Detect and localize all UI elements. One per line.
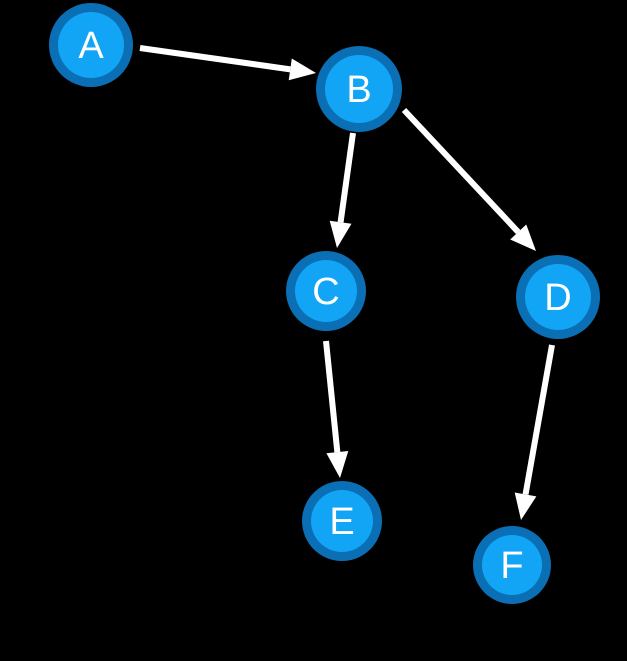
node-label: E [329,501,354,543]
node-fill [482,535,542,595]
arrowhead-icon [514,492,537,520]
graph-node-f[interactable]: F [473,526,551,604]
edge-shaft [139,45,291,73]
arrowhead-icon [510,224,536,251]
edge-b-to-c[interactable] [329,132,356,248]
nodes-layer: A B C D E F [49,3,600,604]
edge-shaft [401,107,521,235]
node-fill [295,260,357,322]
node-fill [525,264,591,330]
arrowhead-icon [288,58,316,81]
graph-node-d[interactable]: D [516,255,600,339]
edge-c-to-e[interactable] [323,340,349,478]
node-fill [311,490,373,552]
edge-b-to-d[interactable] [401,107,536,251]
edge-a-to-b[interactable] [139,45,316,81]
edge-shaft [337,132,356,223]
graph-node-c[interactable]: C [286,251,366,331]
edges-layer [139,45,555,520]
graph-node-b[interactable]: B [316,46,402,132]
graph-node-e[interactable]: E [302,481,382,561]
node-fill [58,12,124,78]
graph-node-a[interactable]: A [49,3,133,87]
node-fill [325,55,393,123]
edge-shaft [522,344,555,495]
node-label: C [312,271,339,313]
node-label: F [500,545,523,587]
edge-d-to-f[interactable] [514,344,555,520]
node-label: A [78,25,104,67]
arrowhead-icon [326,451,349,478]
node-label: B [346,69,371,111]
arrowhead-icon [329,220,352,248]
node-label: D [544,277,571,319]
edge-shaft [323,340,341,453]
